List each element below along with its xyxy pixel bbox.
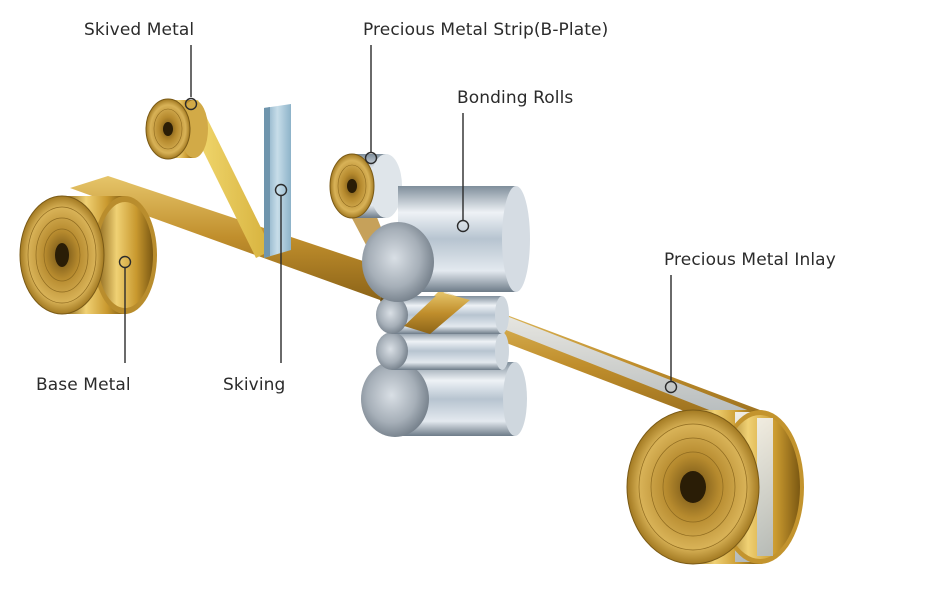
marker-bonding-rolls xyxy=(456,219,470,233)
skived-metal-coil xyxy=(145,98,208,160)
base-metal-strip xyxy=(70,176,390,300)
bonding-rolls xyxy=(361,186,530,437)
label-base-metal: Base Metal xyxy=(36,375,131,395)
bonded-strip xyxy=(404,292,470,334)
marker-skiving xyxy=(274,183,288,197)
label-bonding-rolls: Bonding Rolls xyxy=(457,88,574,108)
marker-base-metal xyxy=(118,255,132,269)
leader-lines xyxy=(124,45,672,381)
marker-skived-metal xyxy=(184,97,198,111)
precious-inlay-coil xyxy=(626,409,804,565)
skiving-blade xyxy=(264,104,291,258)
inlay-stripe xyxy=(430,292,760,430)
label-precious-strip: Precious Metal Strip(B-Plate) xyxy=(363,20,609,40)
precious-strip-coil xyxy=(329,153,402,219)
leader-markers xyxy=(118,97,678,394)
marker-precious-strip xyxy=(364,151,378,165)
marker-precious-inlay xyxy=(664,380,678,394)
label-precious-inlay: Precious Metal Inlay xyxy=(664,250,836,270)
base-metal-coil xyxy=(19,195,157,315)
label-skived-metal: Skived Metal xyxy=(84,20,195,40)
label-skiving: Skiving xyxy=(223,375,286,395)
